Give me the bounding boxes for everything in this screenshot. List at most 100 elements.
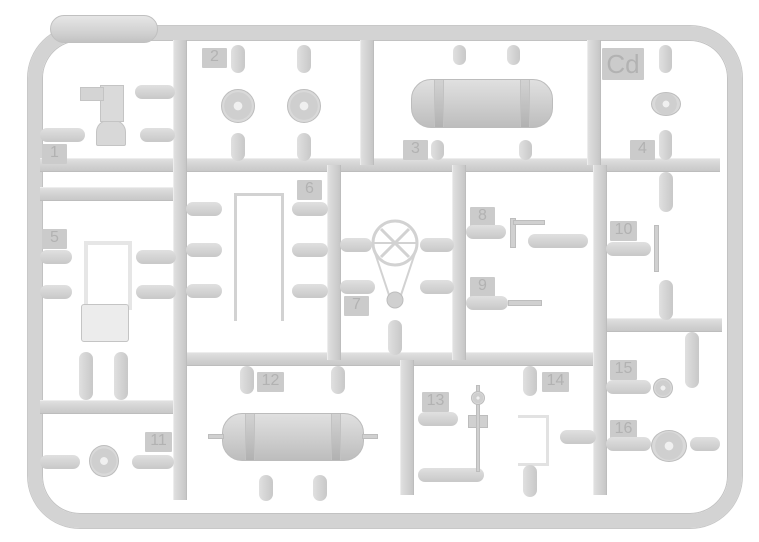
rail-v-5: [452, 165, 466, 360]
part-number-15: 15: [614, 360, 633, 377]
part-2-wheel-b: [287, 89, 321, 123]
tank-strap: [331, 414, 341, 460]
part-label-4: 4: [630, 140, 655, 160]
gate: [136, 250, 176, 264]
gate: [135, 85, 175, 99]
part-number-4: 4: [638, 140, 647, 157]
tank-end-fitting: [208, 434, 224, 439]
part-label-11: 11: [145, 432, 172, 452]
part-label-5: 5: [42, 229, 67, 249]
part-1-compressor-head: [100, 85, 124, 122]
gate: [659, 130, 672, 160]
part-number-2: 2: [210, 48, 219, 65]
part-label-7: 7: [344, 296, 369, 316]
gate: [606, 242, 651, 256]
gate: [659, 280, 673, 320]
gate: [114, 352, 128, 400]
part-number-13: 13: [426, 392, 445, 409]
gate: [231, 45, 245, 73]
part-8-nozzle: [513, 220, 545, 225]
rail-h-2: [40, 187, 180, 201]
gate: [453, 45, 466, 65]
gate: [292, 202, 328, 216]
rail-v-6: [593, 165, 607, 495]
rail-v-4: [327, 165, 341, 360]
gate: [523, 465, 537, 497]
part-label-8: 8: [470, 207, 495, 227]
gate: [418, 468, 484, 482]
rail-v-1: [173, 40, 187, 500]
gate: [331, 366, 345, 394]
gate: [690, 437, 720, 451]
part-number-8: 8: [478, 207, 487, 224]
gate: [560, 430, 596, 444]
part-number-7: 7: [352, 296, 361, 313]
gate: [528, 234, 588, 248]
part-6-frame: [234, 193, 284, 321]
rail-v-3: [587, 40, 601, 165]
part-number-14: 14: [546, 372, 565, 389]
gate: [523, 366, 537, 396]
gate: [466, 296, 508, 310]
part-label-13: 13: [422, 392, 449, 412]
gate: [136, 285, 176, 299]
part-12-large-tank: [222, 413, 364, 461]
gate: [40, 128, 85, 142]
gate: [132, 455, 174, 469]
sprue-code-label: Cd: [602, 48, 644, 80]
part-label-14: 14: [542, 372, 569, 392]
gate: [420, 280, 454, 294]
part-label-1: 1: [42, 144, 67, 164]
part-5-bracket: [84, 241, 132, 310]
rail-h-5: [600, 318, 722, 332]
part-1-compressor: [96, 120, 126, 146]
gate: [340, 280, 375, 294]
part-14-u-bracket: [518, 415, 549, 466]
part-label-10: 10: [610, 221, 637, 241]
part-number-10: 10: [614, 221, 633, 238]
gate: [313, 475, 327, 501]
gate: [186, 202, 222, 216]
tank-end-fitting: [362, 434, 378, 439]
gate: [507, 45, 520, 65]
part-label-16: 16: [610, 420, 637, 440]
rail-h-4: [40, 400, 180, 414]
sprue-handle: [50, 15, 158, 43]
part-number-3: 3: [411, 140, 420, 157]
part-number-1: 1: [50, 144, 59, 161]
tank-strap: [434, 80, 444, 127]
part-15-flange: [653, 378, 673, 398]
sprue-code: Cd: [606, 49, 640, 79]
gate: [240, 366, 254, 394]
gate: [606, 437, 651, 451]
part-5-plate: [81, 304, 129, 342]
part-label-6: 6: [297, 180, 322, 200]
part-number-16: 16: [614, 420, 633, 437]
part-8-valve: [510, 218, 516, 248]
part-label-9: 9: [470, 277, 495, 297]
rail-h-3: [180, 352, 600, 366]
gate: [40, 455, 80, 469]
rail-v-2: [360, 40, 374, 165]
gate: [259, 475, 273, 501]
gate: [140, 128, 175, 142]
part-13-valve-stem: [476, 385, 480, 472]
part-label-2: 2: [202, 48, 227, 68]
part-9-fitting: [508, 300, 542, 306]
part-1-compressor-arm: [80, 87, 104, 101]
gate: [466, 225, 506, 239]
gate: [606, 380, 651, 394]
part-7-fan-wheel: [371, 219, 419, 309]
gate: [340, 238, 372, 252]
part-10-rod: [654, 225, 659, 272]
gate: [388, 320, 402, 355]
gate: [292, 243, 328, 257]
gate: [297, 45, 311, 73]
gate: [292, 284, 328, 298]
part-number-6: 6: [305, 180, 314, 197]
rail-h-1: [40, 158, 720, 172]
gate: [186, 243, 222, 257]
part-label-15: 15: [610, 360, 637, 380]
gate: [519, 140, 532, 160]
gate: [186, 284, 222, 298]
